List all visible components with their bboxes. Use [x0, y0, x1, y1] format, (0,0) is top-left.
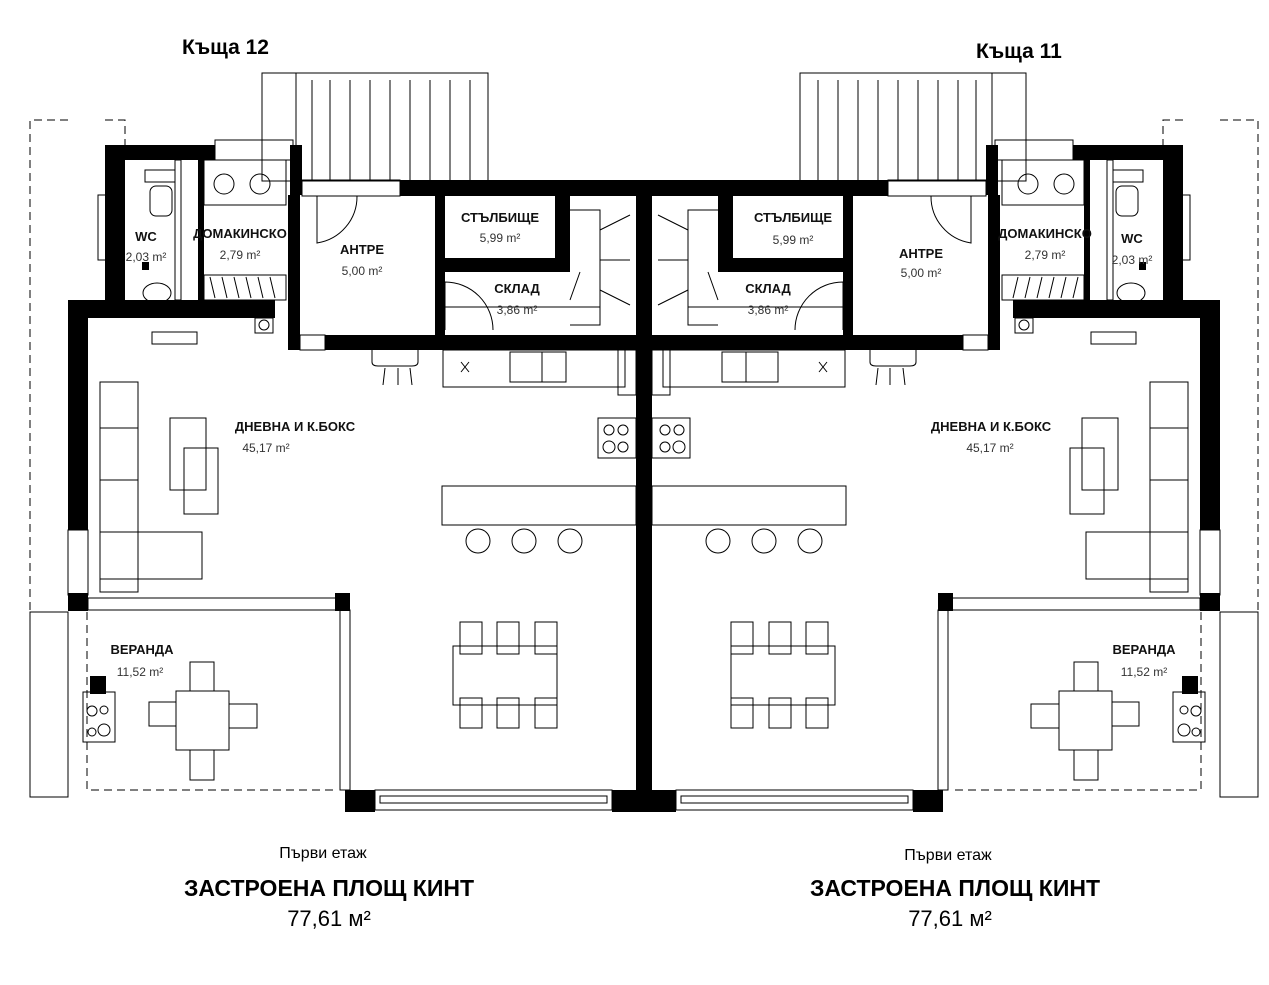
- built-area-label: ЗАСТРОЕНА ПЛОЩ КИНТ: [184, 875, 474, 901]
- room-area: 11,52 m²: [117, 665, 163, 679]
- room-name: ДОМАКИНСКО: [998, 226, 1092, 241]
- house-11-plan: [642, 72, 1259, 813]
- room-name: СТЪЛБИЩЕ: [461, 210, 539, 225]
- room-area: 11,52 m²: [1121, 665, 1167, 679]
- room-area: 45,17 m²: [242, 441, 289, 455]
- room-name: ДНЕВНА И К.БОКС: [931, 419, 1052, 434]
- room-area: 2,03 m²: [1112, 253, 1153, 267]
- floor-label: Първи етаж: [904, 847, 992, 864]
- room-area: 5,99 m²: [773, 233, 814, 247]
- room-name: СКЛАД: [494, 281, 540, 296]
- room-area: 45,17 m²: [966, 441, 1013, 455]
- built-area-label: ЗАСТРОЕНА ПЛОЩ КИНТ: [810, 875, 1100, 901]
- floor-label: Първи етаж: [279, 845, 367, 862]
- built-area-value: 77,61 м²: [908, 906, 992, 931]
- room-name: WC: [1121, 231, 1143, 246]
- room-name: СКЛАД: [745, 281, 791, 296]
- room-area: 5,00 m²: [342, 264, 383, 278]
- house-title: Къща 12: [182, 36, 269, 59]
- house-12-plan: [29, 72, 646, 813]
- room-name: ДНЕВНА И К.БОКС: [235, 419, 356, 434]
- room-name: АНТРЕ: [340, 242, 384, 257]
- room-name: ДОМАКИНСКО: [193, 226, 287, 241]
- room-name: АНТРЕ: [899, 246, 943, 261]
- room-name: ВЕРАНДА: [1112, 642, 1176, 657]
- room-area: 3,86 m²: [497, 303, 538, 317]
- room-area: 2,79 m²: [220, 248, 261, 262]
- house-title: Къща 11: [976, 40, 1062, 63]
- room-area: 3,86 m²: [748, 303, 789, 317]
- room-area: 5,00 m²: [901, 266, 942, 280]
- room-area: 2,03 m²: [126, 250, 167, 264]
- room-name: ВЕРАНДА: [110, 642, 174, 657]
- room-name: СТЪЛБИЩЕ: [754, 210, 832, 225]
- room-name: WC: [135, 229, 157, 244]
- room-area: 2,79 m²: [1025, 248, 1066, 262]
- room-area: 5,99 m²: [480, 231, 521, 245]
- built-area-value: 77,61 м²: [287, 906, 371, 931]
